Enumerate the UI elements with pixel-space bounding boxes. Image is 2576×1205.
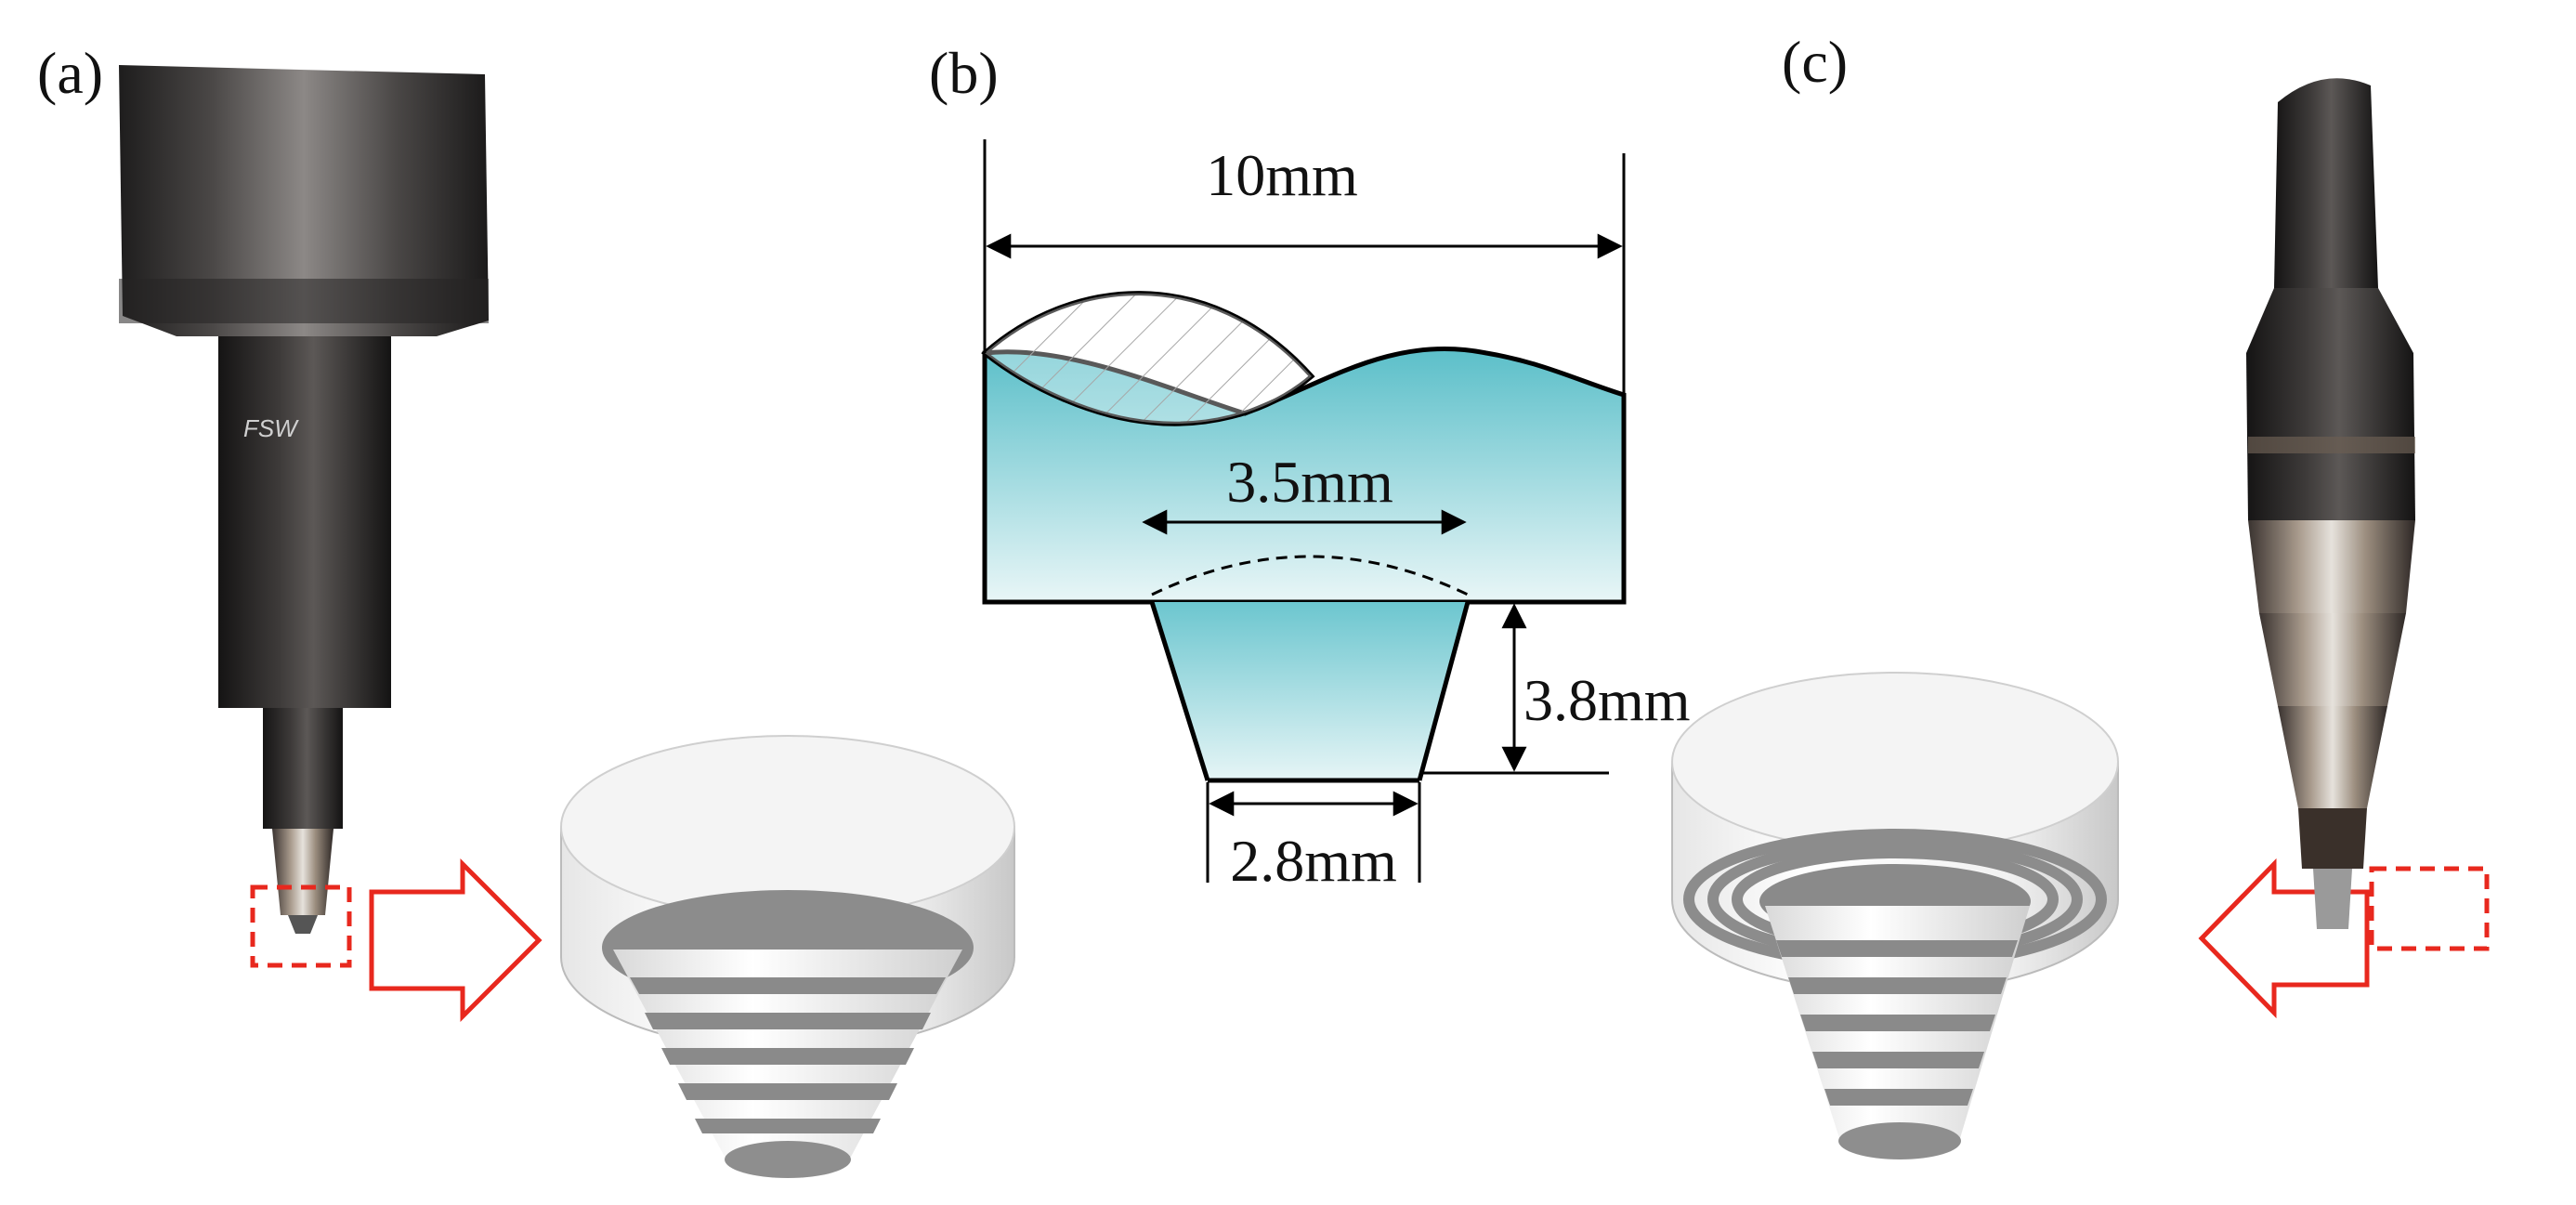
dim-pin-length: 3.8mm <box>1421 603 1691 775</box>
pin-left-edge <box>1149 601 1210 781</box>
panel-label-c: (c) <box>1782 29 1848 95</box>
tool-photo-a: FSW <box>119 65 489 934</box>
dim-pin-root-diameter: 3.5mm <box>1142 449 1467 535</box>
tool-3d-model-c <box>1671 672 2119 1159</box>
callout-box-c <box>2369 866 2490 951</box>
dim-label-10mm: 10mm <box>1206 142 1358 208</box>
dim-label-3-5mm: 3.5mm <box>1226 449 1393 515</box>
tool-3d-model-a <box>560 735 1015 1178</box>
pin-root-arc <box>1151 555 1469 596</box>
cross-section-diagram <box>981 291 1627 783</box>
pin-right-edge <box>1417 601 1471 781</box>
dim-label-2-8mm: 2.8mm <box>1230 828 1397 894</box>
cone-grooves-a <box>630 977 946 1133</box>
callout-box-a <box>250 884 352 968</box>
tool-photo-c <box>2246 78 2415 929</box>
cone-grooves-c <box>1776 940 2018 1106</box>
panel-label-a: (a) <box>37 40 103 106</box>
hatched-material <box>981 291 1315 426</box>
dim-pin-tip-diameter: 2.8mm <box>1206 782 1421 894</box>
pin-section <box>1152 602 1468 780</box>
tool-brand-text: FSW <box>243 414 299 442</box>
dim-label-3-8mm: 3.8mm <box>1523 667 1691 733</box>
panel-label-b: (b) <box>929 40 999 106</box>
callout-arrow-a <box>369 858 543 1023</box>
dim-shoulder-diameter: 10mm <box>983 139 1626 395</box>
